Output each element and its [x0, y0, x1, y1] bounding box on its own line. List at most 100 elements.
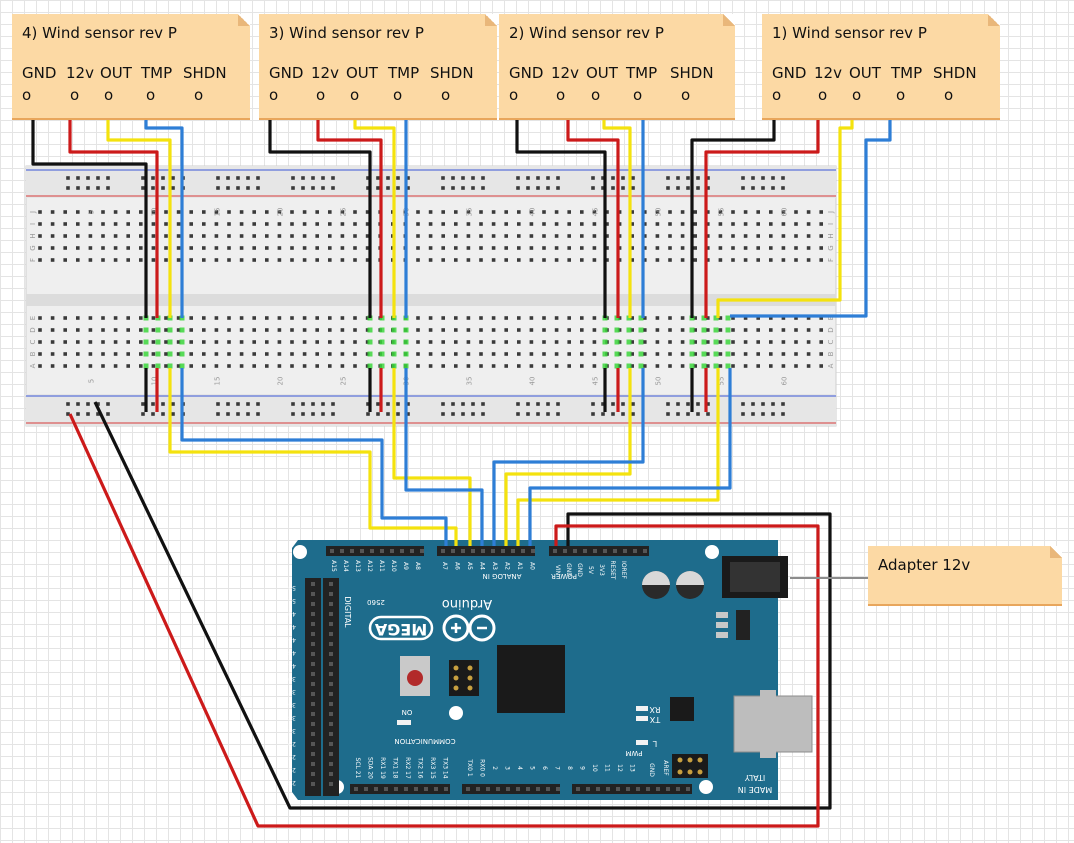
reset-button — [407, 670, 423, 686]
breadboard-hole — [416, 340, 420, 344]
breadboard-hole — [88, 210, 93, 214]
pwm-label: PWM — [625, 749, 642, 757]
breadboard-hole — [126, 352, 130, 356]
arduino-logo-right — [468, 614, 496, 642]
column-number: 45 — [591, 377, 599, 386]
breadboard-hole — [680, 234, 685, 238]
pin-tmp-connector: o — [393, 86, 403, 104]
pin-label: 31 — [288, 727, 296, 734]
breadboard-hole — [189, 222, 193, 226]
breadboard-hole — [252, 328, 256, 332]
header-pin — [384, 787, 388, 791]
breadboard-hole — [63, 258, 67, 262]
breadboard-hole — [479, 340, 483, 344]
rail-hole — [666, 176, 670, 180]
digital-label: DIGITAL — [343, 596, 352, 628]
breadboard-hole — [693, 210, 697, 214]
rail-hole — [141, 186, 145, 190]
pin-label: A4 — [479, 562, 486, 570]
breadboard-hole — [63, 234, 67, 238]
breadboard-hole — [693, 246, 697, 250]
column-number: 15 — [213, 208, 221, 217]
rail-hole — [311, 402, 315, 406]
header-pin — [394, 787, 398, 791]
rail-hole — [696, 412, 700, 416]
breadboard-hole — [630, 258, 634, 262]
breadboard-hole — [340, 352, 345, 356]
gnd-label: GND — [648, 763, 655, 777]
breadboard-hole — [252, 340, 256, 344]
rail-hole — [86, 402, 90, 406]
breadboard-hole — [416, 246, 420, 250]
wire-s3-tmp — [404, 119, 484, 546]
row-letter: E — [827, 316, 835, 320]
made-in-label: MADE IN — [738, 785, 772, 794]
breadboard-hole — [769, 328, 773, 332]
column-number: 55 — [717, 377, 725, 386]
rail-hole — [761, 412, 765, 416]
analog-header-high — [326, 546, 424, 556]
breadboard-hole — [794, 234, 798, 238]
rail-hole — [696, 402, 700, 406]
breadboard-hole — [580, 364, 584, 368]
breadboard-hole — [126, 364, 130, 368]
note-fold — [988, 14, 1000, 26]
rail-hole — [471, 186, 475, 190]
rail-hole — [216, 176, 220, 180]
pin-label: A3 — [491, 562, 498, 570]
pin-12v-connector: o — [818, 86, 828, 104]
breadboard-hole — [819, 210, 823, 214]
connected-hole — [689, 363, 695, 369]
breadboard-hole — [227, 234, 231, 238]
breadboard-hole — [353, 246, 357, 250]
breadboard-hole — [126, 234, 130, 238]
rail-hole — [406, 176, 410, 180]
rail-hole — [686, 412, 690, 416]
breadboard-hole — [277, 246, 282, 250]
header-pin — [496, 787, 500, 791]
pin-tmp-label: TMP — [388, 64, 420, 82]
rail-hole — [226, 186, 230, 190]
breadboard-hole — [819, 234, 823, 238]
header-pin — [521, 549, 525, 553]
header-pin — [666, 787, 670, 791]
digital-header — [305, 578, 321, 796]
connected-hole — [689, 327, 695, 333]
breadboard-hole — [151, 210, 156, 214]
column-number: 60 — [780, 208, 788, 217]
rail-hole — [481, 186, 485, 190]
breadboard-hole — [227, 328, 231, 332]
breadboard-hole — [517, 316, 521, 320]
rail-hole — [546, 186, 550, 190]
board-name: MEGA — [374, 620, 427, 639]
row-letter: G — [827, 245, 835, 250]
breadboard-hole — [617, 328, 622, 332]
breadboard-hole — [202, 234, 206, 238]
breadboard-hole — [504, 364, 508, 368]
wire-s4-gnd — [31, 119, 148, 412]
pin-label: RX3 15 — [429, 757, 436, 779]
breadboard-hole — [769, 340, 773, 344]
breadboard-hole — [668, 258, 672, 262]
breadboard-hole — [441, 222, 445, 226]
rail-hole — [451, 402, 455, 406]
rail-hole — [246, 402, 250, 406]
breadboard-hole — [731, 258, 735, 262]
column-number: 20 — [276, 377, 284, 386]
breadboard-hole — [265, 246, 269, 250]
breadboard-hole — [88, 222, 93, 226]
breadboard-hole — [567, 210, 571, 214]
header-pin — [311, 612, 315, 616]
pin-tmp-connector: o — [896, 86, 906, 104]
header-pin — [330, 549, 334, 553]
breadboard-hole — [529, 234, 534, 238]
breadboard-hole — [151, 258, 156, 262]
breadboard-hole — [517, 210, 521, 214]
rail-hole — [331, 402, 335, 406]
breadboard-hole — [441, 258, 445, 262]
wire-s2-gnd — [515, 119, 607, 412]
breadboard-hole — [756, 316, 760, 320]
rail-hole — [546, 412, 550, 416]
rail-hole — [516, 412, 520, 416]
pin-out-connector: o — [852, 86, 862, 104]
